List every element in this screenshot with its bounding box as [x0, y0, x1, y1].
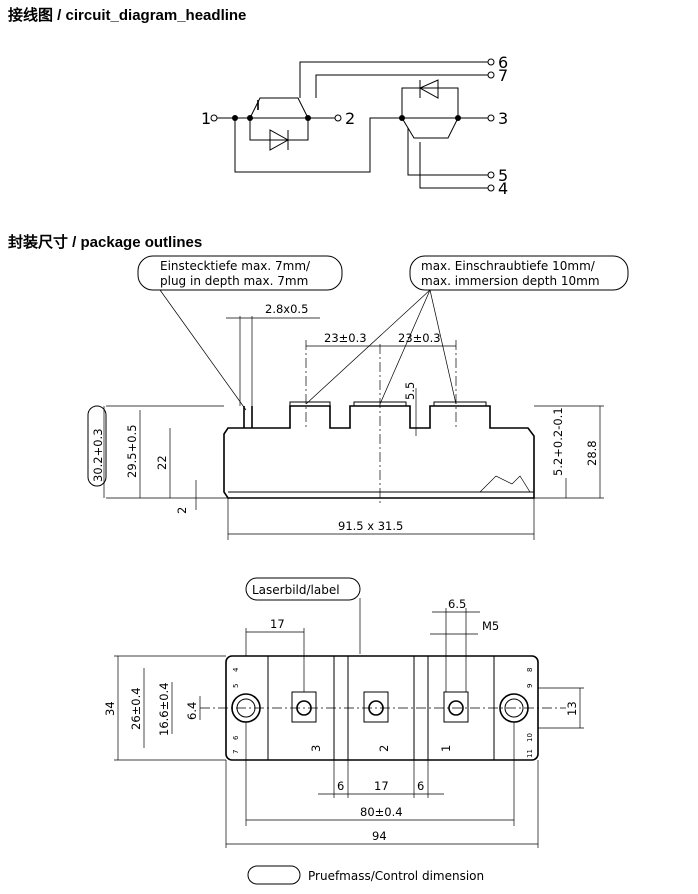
left-return-wire: [234, 117, 398, 173]
aux-label-5: 5: [232, 684, 240, 688]
dim-94: 94: [372, 829, 387, 843]
node-dot: [232, 115, 238, 121]
dim-pitch-a: 23±0.3: [324, 331, 367, 345]
screw-terminal-3: [291, 691, 317, 723]
aux-label-8: 8: [526, 668, 534, 672]
aux-label-9: 9: [526, 684, 534, 688]
pin-label-4: 4: [498, 179, 508, 198]
aux-label-6: 6: [232, 735, 240, 740]
dim-17-top: 17: [270, 617, 285, 631]
node-dot: [455, 115, 461, 121]
module-housing-side: [223, 405, 535, 499]
leader-right-c: [429, 289, 457, 405]
note-box-left: [137, 255, 343, 291]
terminal-4-circle: [487, 184, 495, 192]
dim-6-4: 6.4: [185, 702, 199, 720]
dim-28-8: 28.8: [585, 440, 599, 466]
screw-1-icon: [448, 700, 464, 716]
circuit-diagram: 1 2 3 4 5 6 7: [201, 53, 508, 198]
dim-6-b: 6: [417, 779, 424, 793]
terminal-tab-3: [289, 401, 331, 407]
node-dot: [399, 115, 405, 121]
terminal-1-circle: [210, 114, 218, 122]
dim-2: 2: [175, 507, 189, 514]
leader-right-a: [305, 289, 431, 405]
dim-5-2: 5.2+0.2-0.1: [551, 407, 565, 476]
terminal-tab-1: [433, 401, 487, 407]
leader-right-b: [379, 289, 431, 405]
control-dim-box: [87, 405, 107, 487]
right-diode-icon: [418, 79, 439, 99]
dim-pitch-b: 23±0.3: [398, 331, 441, 345]
side-view: Einstecktiefe max. 7mm/ plug in depth ma…: [87, 255, 629, 540]
dim-80: 80±0.4: [360, 805, 403, 819]
terminal-3-circle: [487, 114, 495, 122]
terminal-6-circle: [487, 58, 495, 66]
pin-label-7: 7: [498, 66, 508, 85]
dim-34: 34: [103, 701, 117, 716]
note-box-right: [409, 255, 629, 291]
mount-hole-section: [479, 475, 531, 493]
screw-terminal-1: [443, 691, 469, 723]
dim-base: 91.5 x 31.5: [338, 519, 403, 533]
wire-to-6: [299, 61, 488, 98]
terminal-label-1: 1: [439, 745, 453, 752]
pin-label-6: 6: [498, 53, 508, 72]
terminal-5-circle: [487, 171, 495, 179]
aux-label-11: 11: [526, 749, 534, 758]
aux-label-4: 4: [232, 667, 240, 672]
dim-22: 22: [155, 455, 169, 470]
aux-label-7: 7: [232, 750, 240, 754]
dim-6-5: 6.5: [448, 597, 466, 611]
note-left-line2: plug in depth max. 7mm: [160, 274, 308, 288]
dim-tab-size: 2.8x0.5: [265, 302, 308, 316]
mount-hole-inner: [236, 698, 256, 718]
dim-m5: M5: [482, 619, 499, 633]
label-note: Laserbild/label: [252, 583, 340, 597]
dim-17-b: 17: [374, 779, 389, 793]
right-diode-loop: [401, 87, 459, 118]
screw-3-icon: [296, 700, 312, 716]
dim-5-5: 5.5: [403, 382, 417, 400]
screw-2-icon: [368, 700, 384, 716]
dim-13: 13: [565, 701, 579, 716]
right-igbt-body: [401, 117, 459, 139]
control-dimension-legend: Pruefmass/Control dimension: [308, 869, 484, 883]
left-igbt-body: [249, 97, 309, 119]
mount-hole-inner: [504, 698, 524, 718]
dim-29-5: 29.5+0.5: [125, 424, 139, 478]
wire-to-5: [407, 128, 488, 176]
top-view: Laserbild/label 3 2 1 5 4 6 7 8 9 10 11 …: [103, 577, 584, 848]
wire-to-7: [315, 74, 488, 98]
aux-label-10: 10: [526, 733, 534, 742]
node-dot: [247, 115, 253, 121]
screw-terminal-2: [363, 691, 389, 723]
note-left-line1: Einstecktiefe max. 7mm/: [160, 259, 311, 273]
dim-26: 26±0.4: [129, 687, 143, 730]
dim-16-6: 16.6±0.4: [157, 682, 171, 736]
pin-label-5: 5: [498, 166, 508, 185]
leader-left: [159, 289, 247, 411]
label-note-box: [245, 577, 361, 601]
left-diode-loop: [249, 118, 309, 141]
note-right-line2: max. immersion depth 10mm: [421, 274, 600, 288]
circuit-diagram-heading: 接线图 / circuit_diagram_headline: [8, 7, 247, 24]
terminal-7-circle: [487, 71, 495, 79]
terminal-2-circle: [334, 114, 342, 122]
dim-6-a: 6: [337, 779, 344, 793]
terminal-label-3: 3: [309, 745, 323, 752]
node-dot: [305, 115, 311, 121]
wire-to-4: [419, 142, 488, 189]
package-outlines-heading: 封装尺寸 / package outlines: [8, 234, 203, 251]
dim-30-2: 30.2+0.3: [91, 428, 105, 482]
pin-label-2: 2: [345, 109, 355, 128]
left-diode-icon: [269, 129, 290, 151]
note-right-line1: max. Einschraubtiefe 10mm/: [421, 259, 596, 273]
control-dimension-symbol: [247, 865, 301, 885]
pin-label-1: 1: [201, 109, 211, 128]
terminal-label-2: 2: [377, 745, 391, 752]
pin-label-3: 3: [498, 109, 508, 128]
